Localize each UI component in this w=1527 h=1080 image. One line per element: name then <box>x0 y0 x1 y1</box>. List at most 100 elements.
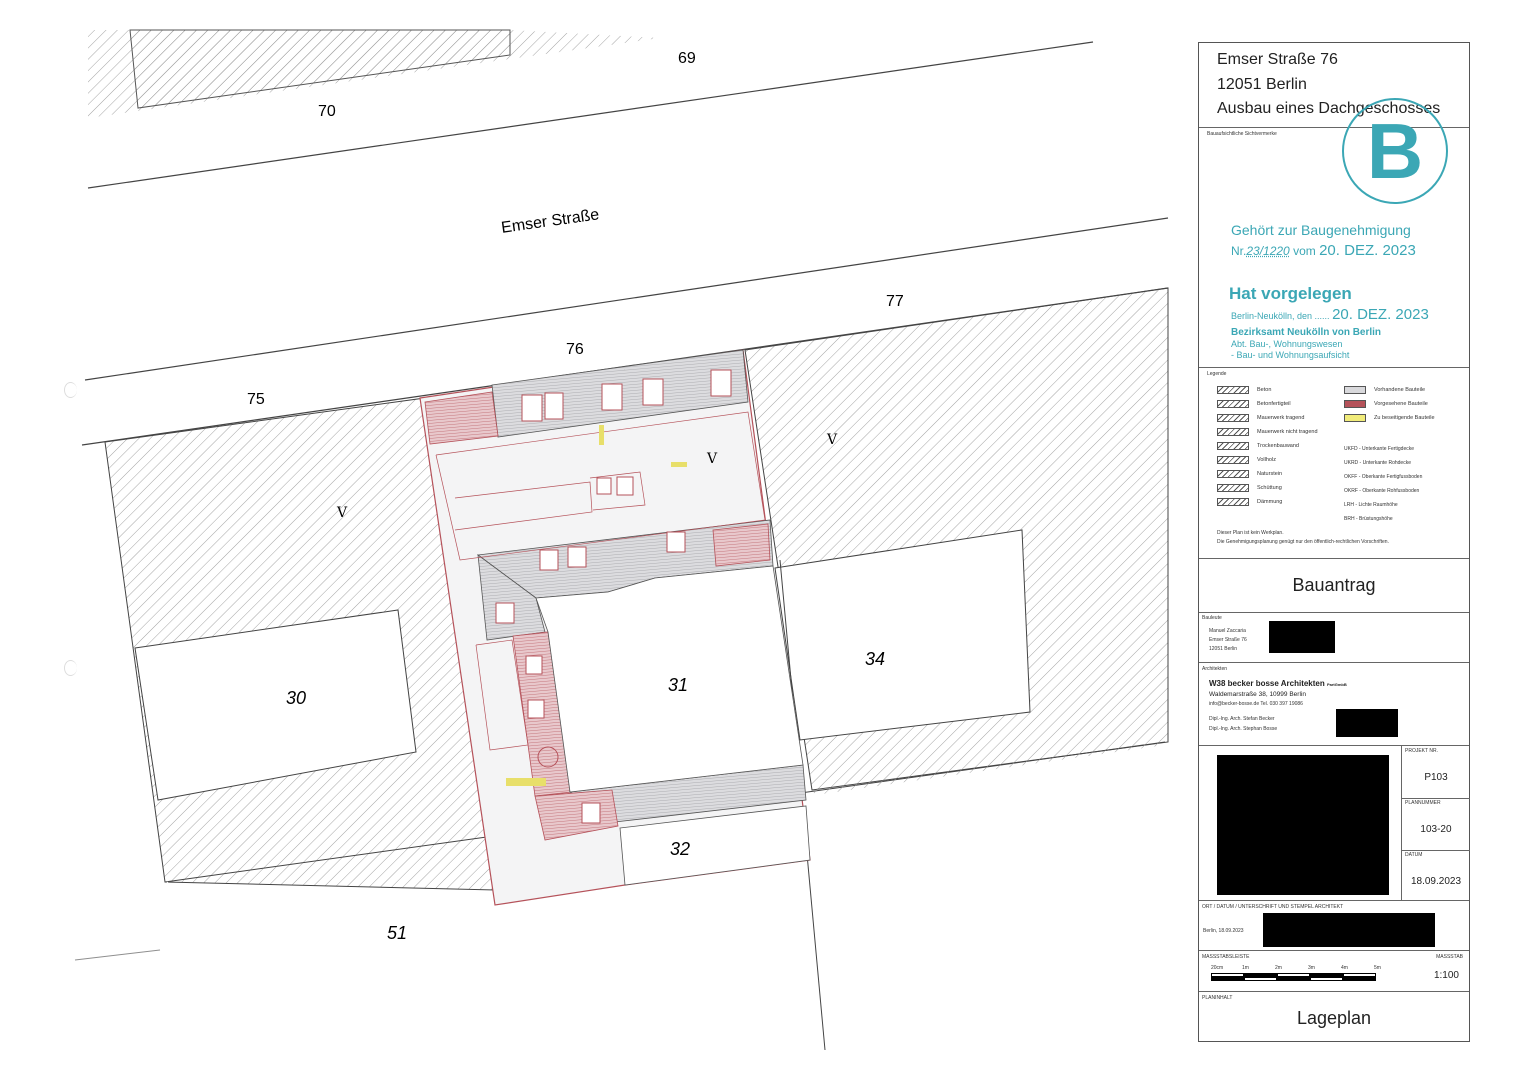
redaction <box>1217 755 1389 895</box>
legend-label: Mauerwerk nicht tragend <box>1257 429 1318 435</box>
parcel-number: 69 <box>678 50 696 67</box>
street-line-south <box>84 217 1169 381</box>
legend-abbreviation: LRH - Lichte Raumhöhe <box>1344 502 1398 508</box>
rear-strip-hatch <box>812 742 1165 795</box>
legend-abbreviation: OKFF - Oberkante Fertigfussboden <box>1344 474 1423 480</box>
parcel-number: 77 <box>886 293 904 310</box>
architect-firm: W38 becker bosse Architekten PartGmbB <box>1209 679 1347 688</box>
scale-value: 1:100 <box>1433 970 1459 981</box>
scale-segment <box>1310 973 1343 977</box>
roof-front-proposed <box>424 391 499 445</box>
scale-segment <box>1211 977 1244 981</box>
project-nr-label: PROJEKT NR. <box>1405 748 1438 754</box>
legend-label: Naturstein <box>1257 471 1283 477</box>
scale-segment <box>1343 977 1376 981</box>
stamps-section: Bauaufsichtliche Sichtvermerke B Gehört … <box>1199 98 1469 368</box>
department-1: Abt. Bau-, Wohnungswesen <box>1231 339 1343 349</box>
hatch-swatch-icon <box>1217 456 1249 464</box>
legend-material-item: Mauerwerk tragend <box>1217 414 1304 422</box>
hatch-swatch-icon <box>1217 442 1249 450</box>
legend-component-item: Vorgesehene Bauteile <box>1344 400 1428 408</box>
punch-hole <box>64 660 77 676</box>
redaction <box>1336 709 1398 737</box>
hatch-swatch-icon <box>1217 428 1249 436</box>
building-authority-stamp-logo: B <box>1342 98 1448 204</box>
hatch-swatch-icon <box>1217 470 1249 478</box>
demolish-markers <box>506 425 687 786</box>
stamp-logo-letter: B <box>1366 107 1424 195</box>
architect-person: Dipl.-Ing. Arch. Stefan Becker <box>1209 716 1275 722</box>
client-label: Bauleute <box>1202 615 1222 621</box>
legend-material-item: Schüttung <box>1217 484 1282 492</box>
plan-content: Lageplan <box>1296 1008 1372 1028</box>
place-label: Berlin-Neukölln, den <box>1231 311 1313 321</box>
date-label: DATUM <box>1405 852 1423 858</box>
project-info: PROJEKT NR. P103 PLANNUMMER 103-20 DATUM… <box>1199 746 1470 901</box>
architect-person: Dipl.-Ing. Arch. Stephan Bosse <box>1209 726 1278 732</box>
scalebar-label: MASSSTABSLEISTE <box>1202 954 1250 960</box>
title-block: Emser Straße 76 12051 Berlin Ausbau eine… <box>1198 42 1470 1042</box>
authority: Bezirksamt Neukölln von Berlin <box>1231 327 1382 338</box>
redaction <box>1269 621 1335 653</box>
firm-name: W38 becker bosse Architekten <box>1209 679 1325 688</box>
firm-contact: info@becker-bosse.de Tel. 030 397 19086 <box>1209 701 1303 707</box>
usage-mark: V <box>706 451 718 467</box>
building-30 <box>134 609 417 801</box>
hatch-swatch-icon <box>1217 386 1249 394</box>
spiral-stair <box>537 746 559 768</box>
architects-section: Architekten W38 becker bosse Architekten… <box>1199 663 1469 746</box>
presented-stamp-place: Berlin-Neukölln, den ...... 20. DEZ. 202… <box>1231 306 1429 323</box>
project-meta: PROJEKT NR. P103 PLANNUMMER 103-20 DATUM… <box>1401 746 1470 900</box>
hatch-swatch-icon <box>1217 400 1249 408</box>
legend-abbreviation: OKRF - Oberkante Rohfussboden <box>1344 488 1420 494</box>
application-type-text: Bauantrag <box>1292 575 1376 595</box>
legend-material-item: Beton <box>1217 386 1271 394</box>
stamps-label: Bauaufsichtliche Sichtvermerke <box>1207 131 1277 137</box>
architects-label: Architekten <box>1202 666 1228 672</box>
scale-segment <box>1277 977 1310 981</box>
legend-material-item: Naturstein <box>1217 470 1282 478</box>
street-name: Emser Straße <box>500 206 600 237</box>
scale-segment <box>1244 977 1277 981</box>
address-line2: 12051 Berlin <box>1217 76 1307 93</box>
legend-abbreviation: UKFD - Unterkante Fertigdecke <box>1344 446 1415 452</box>
legend-material-item: Mauerwerk nicht tragend <box>1217 428 1318 436</box>
color-swatch-icon <box>1344 400 1366 408</box>
scale-tick-label: 4m <box>1341 965 1348 971</box>
scale-tick-label: 20cm <box>1211 965 1224 971</box>
nr-value: 23/1220 <box>1246 244 1290 258</box>
plan-date: 18.09.2023 <box>1410 876 1462 887</box>
legend-note: Dieser Plan ist kein Werkplan. <box>1217 530 1284 536</box>
parcel-number: 30 <box>286 688 306 708</box>
punch-hole <box>64 382 77 398</box>
department-2: - Bau- und Wohnungsaufsicht <box>1231 350 1350 360</box>
client-city: 12051 Berlin <box>1209 646 1238 652</box>
scale-segment <box>1343 973 1376 977</box>
courtyard-wing-proposed <box>712 523 771 567</box>
legend-label: Vorgesehene Bauteile <box>1374 401 1428 407</box>
scale-segment <box>1244 973 1277 977</box>
permit-stamp-number: Nr.23/1220 vom 20. DEZ. 2023 <box>1231 242 1416 259</box>
legend-label: Mauerwerk tragend <box>1257 415 1305 421</box>
address-line1: Emser Straße 76 <box>1217 51 1338 68</box>
building-34 <box>774 529 1031 741</box>
firm-suffix: PartGmbB <box>1326 682 1347 687</box>
client-name: Manuel Zaccaria <box>1209 628 1246 634</box>
parcel-number: 75 <box>247 391 265 408</box>
color-swatch-icon <box>1344 414 1366 422</box>
parcel-number: 76 <box>566 341 584 358</box>
redaction <box>1263 913 1435 947</box>
color-swatch-icon <box>1344 386 1366 394</box>
client-section: Bauleute Manuel Zaccaria Emser Straße 76… <box>1199 613 1469 663</box>
legend-material-item: Vollholz <box>1217 456 1276 464</box>
plan-nr: 103-20 <box>1420 824 1452 835</box>
legend-label: Trockenbauwand <box>1257 443 1299 449</box>
courtyard-32 <box>619 805 811 886</box>
legend-material-item: Trockenbauwand <box>1217 442 1299 450</box>
client-street: Emser Straße 76 <box>1209 637 1247 643</box>
legend-label: Dämmung <box>1257 499 1283 505</box>
signature-place-date: Berlin, 18.09.2023 <box>1203 928 1244 934</box>
firm-address: Waldemarstraße 38, 10999 Berlin <box>1209 691 1306 698</box>
